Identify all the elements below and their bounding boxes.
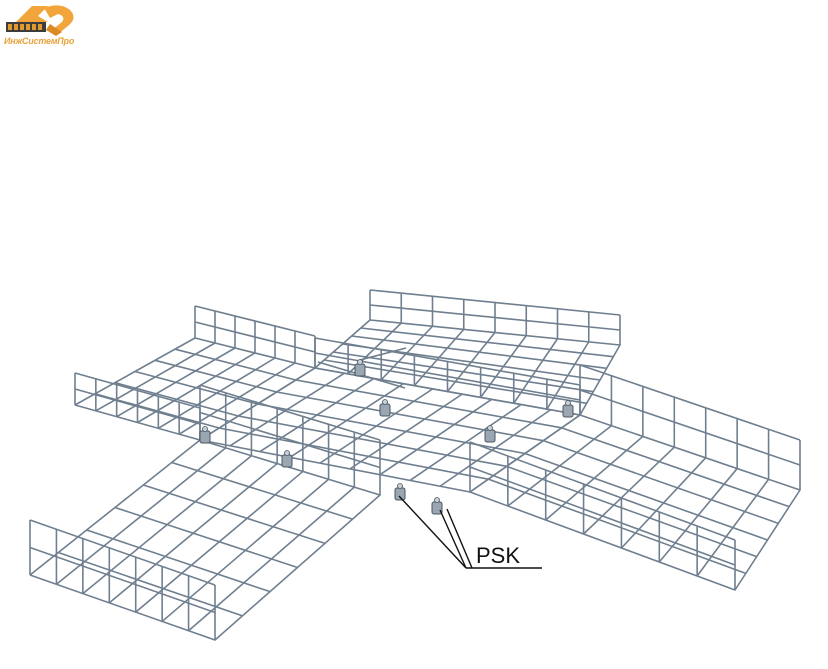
psk-clamp xyxy=(281,450,293,468)
psk-clamp-bolt xyxy=(487,425,493,431)
back-left-cross-wire xyxy=(137,352,256,424)
psk-clamp-bolt xyxy=(357,359,363,365)
back-right-cross-wire xyxy=(413,328,465,387)
company-name: ИнжСистемПро xyxy=(4,36,75,46)
psk-clamp-body xyxy=(379,403,391,417)
center-cross-wire xyxy=(439,409,552,487)
center-long-wire xyxy=(238,415,507,468)
psk-clamp xyxy=(562,400,574,418)
center-cross-wire xyxy=(409,403,522,482)
right-top-wire xyxy=(469,441,736,541)
back-right-cross-wire xyxy=(546,341,590,410)
center-cross-wire xyxy=(259,377,375,453)
back-join-rail xyxy=(359,347,407,361)
psk-clamp-body xyxy=(199,430,211,444)
company-logo xyxy=(4,2,82,50)
back-right-cross-wire xyxy=(380,325,434,381)
center-cross-wire xyxy=(349,393,463,470)
back-right-cross-wire xyxy=(479,335,527,398)
psk-clamp xyxy=(379,399,391,417)
right-long-wire xyxy=(543,439,779,525)
front-left-long-wire xyxy=(58,551,243,617)
psk-clamp xyxy=(484,425,496,443)
psk-clamp xyxy=(394,483,406,501)
back-left-cross-wire xyxy=(178,362,296,435)
front-left-cross-wire xyxy=(135,470,304,613)
back-left-cross-wire xyxy=(95,342,216,412)
right-long-wire xyxy=(506,465,757,558)
right-mid-wire xyxy=(469,466,736,566)
back-right-cross-wire xyxy=(446,331,496,393)
wire-mesh-tray-cross xyxy=(29,289,801,641)
right-top-wire xyxy=(579,364,801,441)
psk-clamp-body xyxy=(354,363,366,377)
right-long-wire xyxy=(524,452,768,541)
psk-clamp-bolt xyxy=(565,400,571,406)
psk-clamp xyxy=(431,497,443,515)
back-left-cross-wire xyxy=(157,357,276,430)
psk-clamp-body xyxy=(394,487,406,501)
front-left-long-wire xyxy=(143,484,326,545)
right-long-wire xyxy=(488,478,747,575)
callout-leader-lines xyxy=(398,495,542,569)
psk-clamp-bolt xyxy=(382,399,388,405)
psk-clamp-body xyxy=(281,454,293,468)
front-left-top-wire xyxy=(29,519,216,586)
front-left-long-wire xyxy=(114,506,298,569)
center-cross-wire xyxy=(379,398,493,476)
front-left-long-wire xyxy=(171,461,353,520)
right-cross-wire xyxy=(583,446,675,535)
psk-clamp xyxy=(354,359,366,377)
right-cross-wire xyxy=(507,425,612,507)
right-long-wire xyxy=(561,427,790,508)
center-long-wire xyxy=(295,379,562,429)
back-right-cross-wire xyxy=(513,338,559,404)
right-cross-wire xyxy=(545,435,644,521)
right-cross-wire xyxy=(696,478,770,577)
psk-clamp-bolt xyxy=(434,497,440,503)
front-left-cross-wire xyxy=(188,486,355,632)
front-left-cross-wire xyxy=(55,447,227,585)
front-left-cross-wire xyxy=(108,462,278,604)
back-left-cross-wire xyxy=(116,347,236,418)
psk-clamp-bolt xyxy=(397,483,403,489)
front-left-cross-wire xyxy=(82,455,252,595)
psk-clamp-body xyxy=(484,429,496,443)
center-cross-wire xyxy=(229,372,345,447)
psk-clamps xyxy=(199,359,574,515)
right-cross-wire xyxy=(658,468,738,563)
psk-clamp xyxy=(199,426,211,444)
front-left-long-wire xyxy=(86,529,271,593)
right-cross-wire xyxy=(620,457,707,549)
psk-clamp-body xyxy=(562,404,574,418)
front-left-cross-wire xyxy=(161,478,330,623)
psk-callout-label: PSK xyxy=(476,543,521,568)
front-left-mid-wire xyxy=(29,546,216,614)
psk-clamp-bolt xyxy=(202,426,208,432)
center-long-wire xyxy=(276,391,544,442)
front-left-top-wire xyxy=(199,384,381,441)
psk-clamp-bolt xyxy=(284,450,290,456)
right-mid-wire xyxy=(579,389,801,466)
center-cross-wire xyxy=(319,388,434,464)
